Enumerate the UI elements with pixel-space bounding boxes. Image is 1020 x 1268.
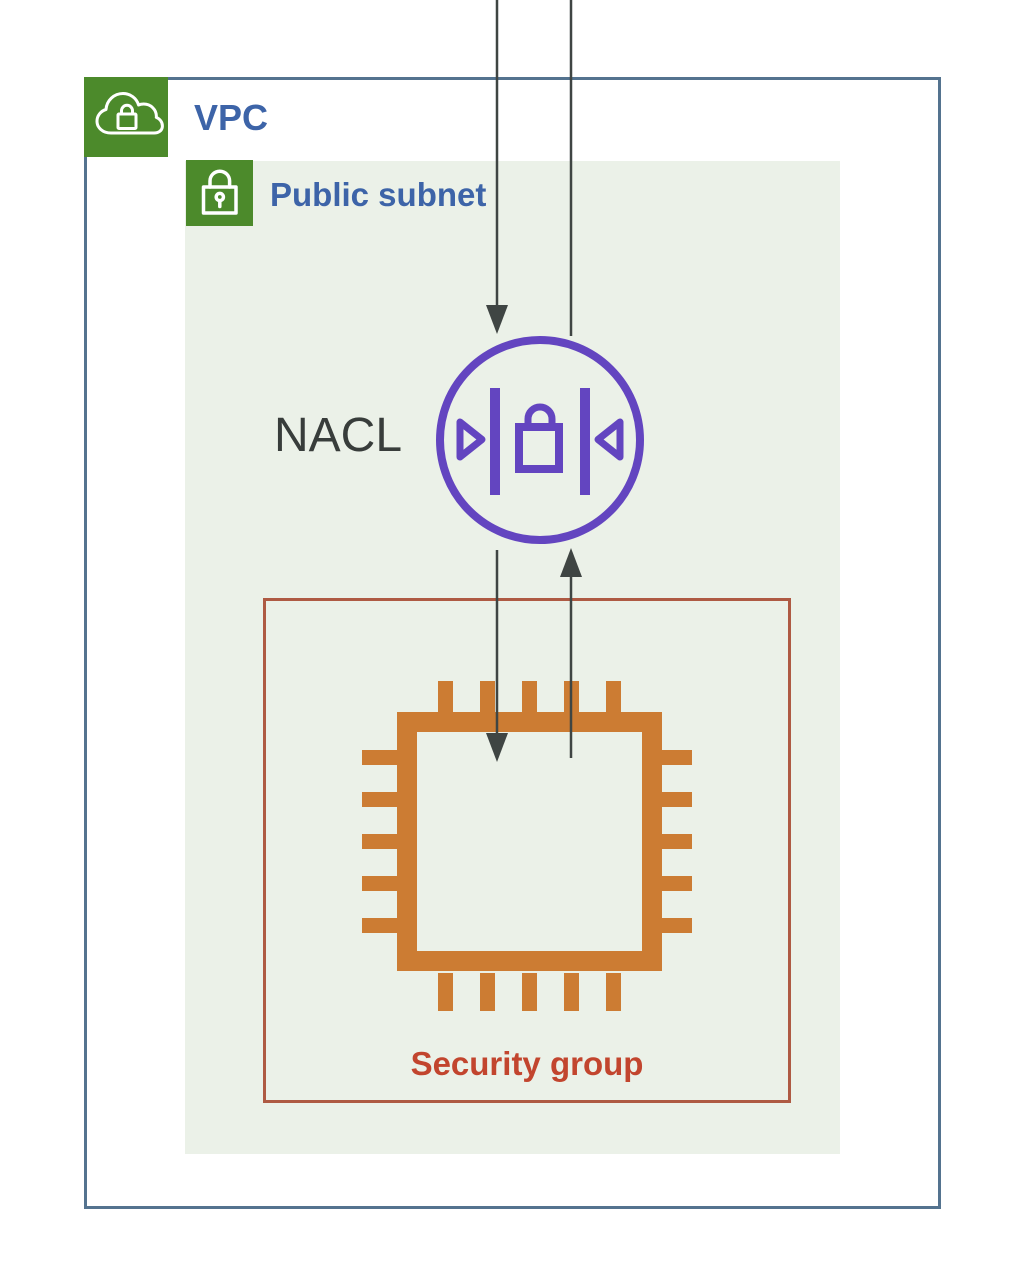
vpc-label: VPC [194,97,269,138]
nacl-icon [436,336,644,544]
public-subnet-lock-icon [186,160,253,226]
public-subnet-label: Public subnet [270,176,487,213]
instance-chip-icon [362,681,692,1011]
vpc-boundary [84,77,941,1209]
vpc-cloud-lock-icon [84,77,168,157]
nacl-label: NACL [274,409,403,462]
security-group-label: Security group [410,1045,644,1082]
security-group-boundary [263,598,791,1103]
public-subnet-region [185,161,840,1154]
